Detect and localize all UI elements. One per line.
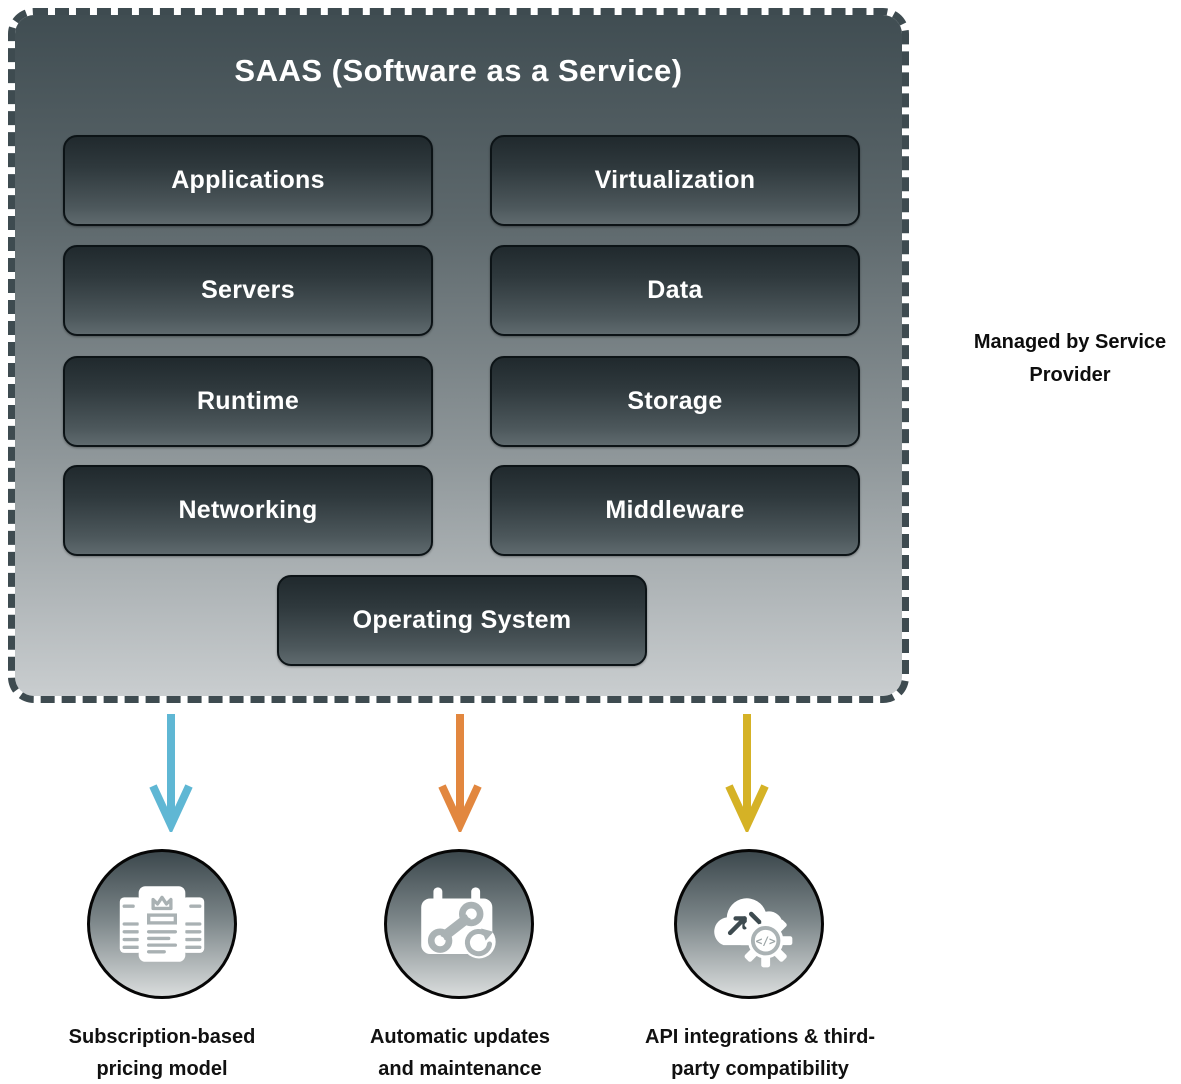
layer-box-networking: Networking [63, 465, 433, 556]
gear-glyph: </> [739, 914, 793, 968]
wrench-glyph [427, 901, 484, 953]
layer-box-virtualization: Virtualization [490, 135, 860, 226]
panel-title: SAAS (Software as a Service) [234, 53, 683, 88]
layer-box-storage: Storage [490, 356, 860, 447]
code-glyph: </> [756, 935, 776, 948]
layer-box-middleware: Middleware [490, 465, 860, 556]
managed-by-note: Managed by Service Provider [945, 326, 1181, 392]
subscription-label: Subscription-based pricing model [68, 1026, 256, 1080]
updates-label: Automatic updates and maintenance [369, 1026, 551, 1080]
layer-box-servers: Servers [63, 245, 433, 336]
api-label: API integrations & third- party compatib… [645, 1026, 875, 1080]
layer-box-runtime: Runtime [63, 356, 433, 447]
saas-panel: SAAS (Software as a Service) Application… [8, 8, 909, 703]
layer-box-operating-system: Operating System [277, 575, 647, 666]
layer-box-applications: Applications [63, 135, 433, 226]
down-arrow-blue-icon [149, 714, 193, 832]
updates-circle [384, 849, 534, 999]
api-circle: </> [674, 849, 824, 999]
invoice-subscription-icon [119, 886, 205, 962]
layer-box-data: Data [490, 245, 860, 336]
down-arrow-yellow-icon [725, 714, 769, 832]
subscription-circle [87, 849, 237, 999]
down-arrow-orange-icon [438, 714, 482, 832]
refresh-glyph [462, 925, 496, 959]
managed-by-note-line2: Provider [1029, 364, 1111, 386]
managed-by-note-line1: Managed by Service [973, 331, 1167, 353]
calendar-maintenance-icon [421, 887, 496, 959]
cloud-api-gear-icon: </> [714, 898, 793, 968]
